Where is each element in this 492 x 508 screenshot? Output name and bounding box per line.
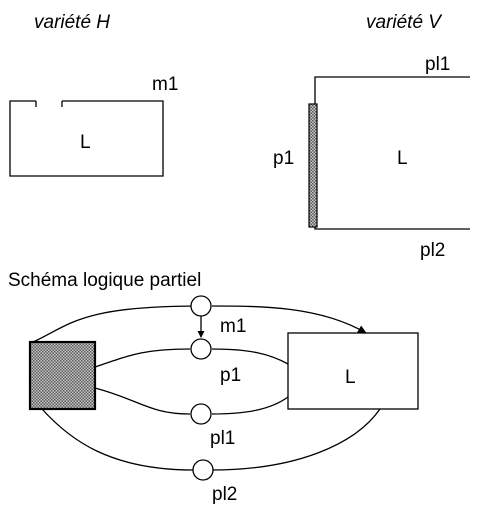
schema-curve-pl2-left [41, 408, 195, 471]
schema-curve-pl2-right [211, 408, 381, 471]
schema-curve-pl1-right [211, 396, 289, 415]
schema-title: Schéma logique partiel [8, 270, 201, 291]
schema-node-m1 [190, 295, 212, 317]
schema-curve-m1 [32, 305, 201, 343]
schema-curve-pl1-left [94, 387, 191, 415]
variant-h-m1-label: m1 [152, 74, 178, 95]
schema-arrow-m1-to-L [211, 305, 367, 334]
variant-v-bottom-line [314, 227, 470, 230]
schema-pl2-label: pl2 [212, 484, 237, 505]
variant-v-p1-label: p1 [273, 148, 294, 169]
schema-node-pl1 [190, 403, 212, 425]
schema-pl1-label: pl1 [210, 428, 235, 449]
variant-v-title: variété V [366, 12, 443, 33]
schema-hatched-block [28, 340, 97, 411]
variant-h-box [9, 100, 164, 177]
variant-h-group: variété H L m1 [9, 12, 178, 177]
variant-v-pl1-label: pl1 [425, 54, 450, 75]
variant-v-group: variété V pl1 p1 L pl2 [273, 12, 470, 261]
schema-m1-label: m1 [220, 316, 246, 337]
variant-v-top-line [314, 76, 470, 104]
variant-h-title: variété H [34, 12, 110, 33]
schema-p1-label: p1 [220, 365, 241, 386]
schema-group: Schéma logique partiel L m1 p1 pl1 pl2 [8, 270, 419, 505]
schema-node-pl2 [192, 459, 214, 481]
schema-box-label: L [345, 367, 356, 388]
schema-box-L [287, 332, 419, 410]
variant-v-pl2-label: pl2 [420, 240, 445, 261]
variant-v-box-label: L [397, 148, 408, 169]
schema-curve-p1-left [94, 348, 191, 368]
schema-node-p1 [190, 338, 212, 360]
variant-h-box-label: L [80, 132, 91, 153]
schema-curve-p1-right [211, 348, 289, 365]
variant-v-hatched-wall [308, 103, 318, 228]
